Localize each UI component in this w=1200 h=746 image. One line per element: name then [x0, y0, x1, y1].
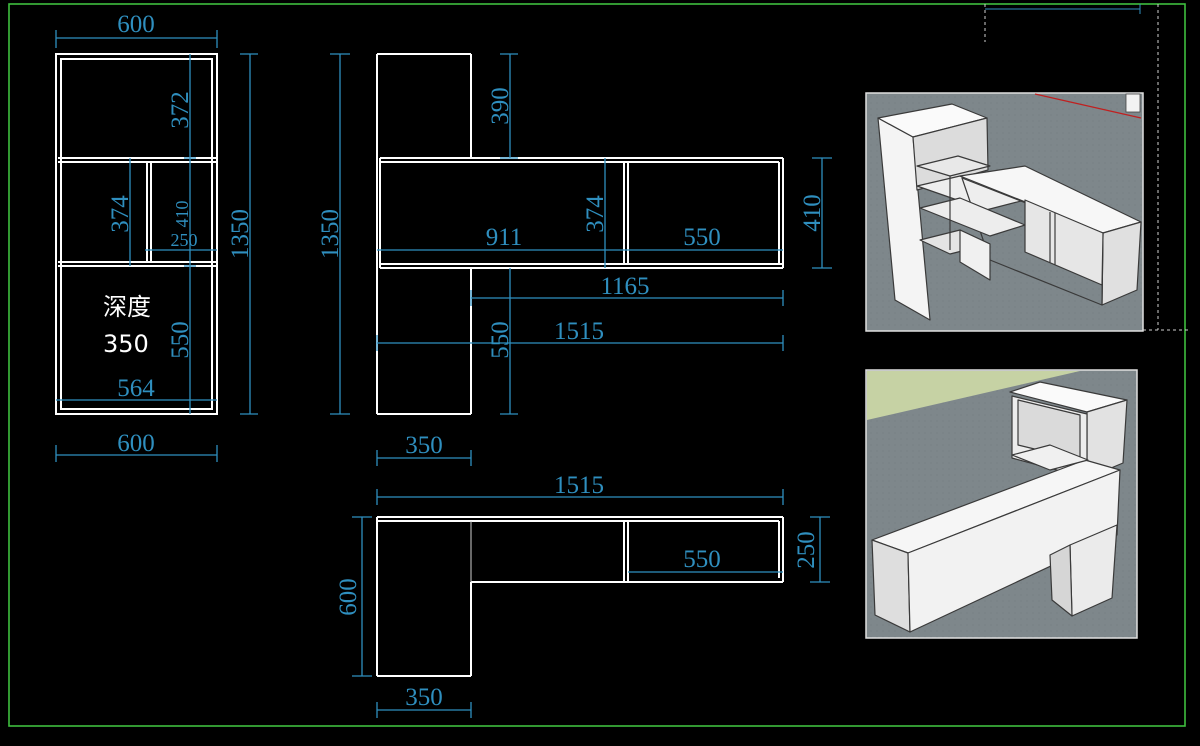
side-top: 390 [487, 87, 514, 125]
front-section-mid: 374 [107, 195, 134, 233]
plan-view-outline [376, 516, 784, 677]
side-span-mid: 1165 [600, 273, 649, 300]
plan-depth: 250 [793, 531, 820, 569]
front-section-top: 372 [167, 91, 194, 129]
front-top-width: 600 [117, 11, 155, 38]
plan-right: 550 [683, 546, 721, 573]
front-view: 600 600 564 372 374 410 250 550 1350 深度 … [55, 11, 258, 462]
side-span-total: 1515 [554, 318, 604, 345]
front-height: 1350 [227, 209, 254, 259]
plan-base-width: 350 [405, 684, 443, 711]
depth-value: 350 [103, 330, 149, 358]
side-middle: 374 [582, 195, 609, 233]
plan-left-depth: 600 [335, 578, 362, 616]
side-span-left: 911 [486, 224, 523, 251]
render-view-1 [865, 92, 1144, 332]
front-view-dims [55, 30, 258, 462]
side-view-dims [330, 53, 832, 466]
viewport-guides [984, 4, 1190, 331]
side-view: 1350 390 374 410 911 550 1165 1515 550 3… [317, 53, 832, 466]
side-view-outline [376, 53, 784, 415]
side-height: 1350 [317, 209, 344, 259]
front-inner-width: 564 [117, 375, 155, 402]
side-base-width: 350 [405, 432, 443, 459]
front-section-mid-outer: 410 [172, 201, 192, 228]
plan-total: 1515 [554, 472, 604, 499]
front-bottom-width: 600 [117, 430, 155, 457]
side-span-right: 550 [683, 224, 721, 251]
front-section-bottom: 550 [167, 321, 194, 359]
plan-view-dims [352, 489, 830, 718]
depth-label: 深度 [103, 293, 151, 321]
side-bottom: 550 [487, 321, 514, 359]
drawing-frame [8, 3, 1186, 727]
side-right-height: 410 [799, 194, 826, 232]
render-view-2 [865, 369, 1138, 639]
plan-view: 1515 550 250 600 350 [335, 472, 830, 718]
front-divider-offset: 250 [171, 230, 198, 250]
